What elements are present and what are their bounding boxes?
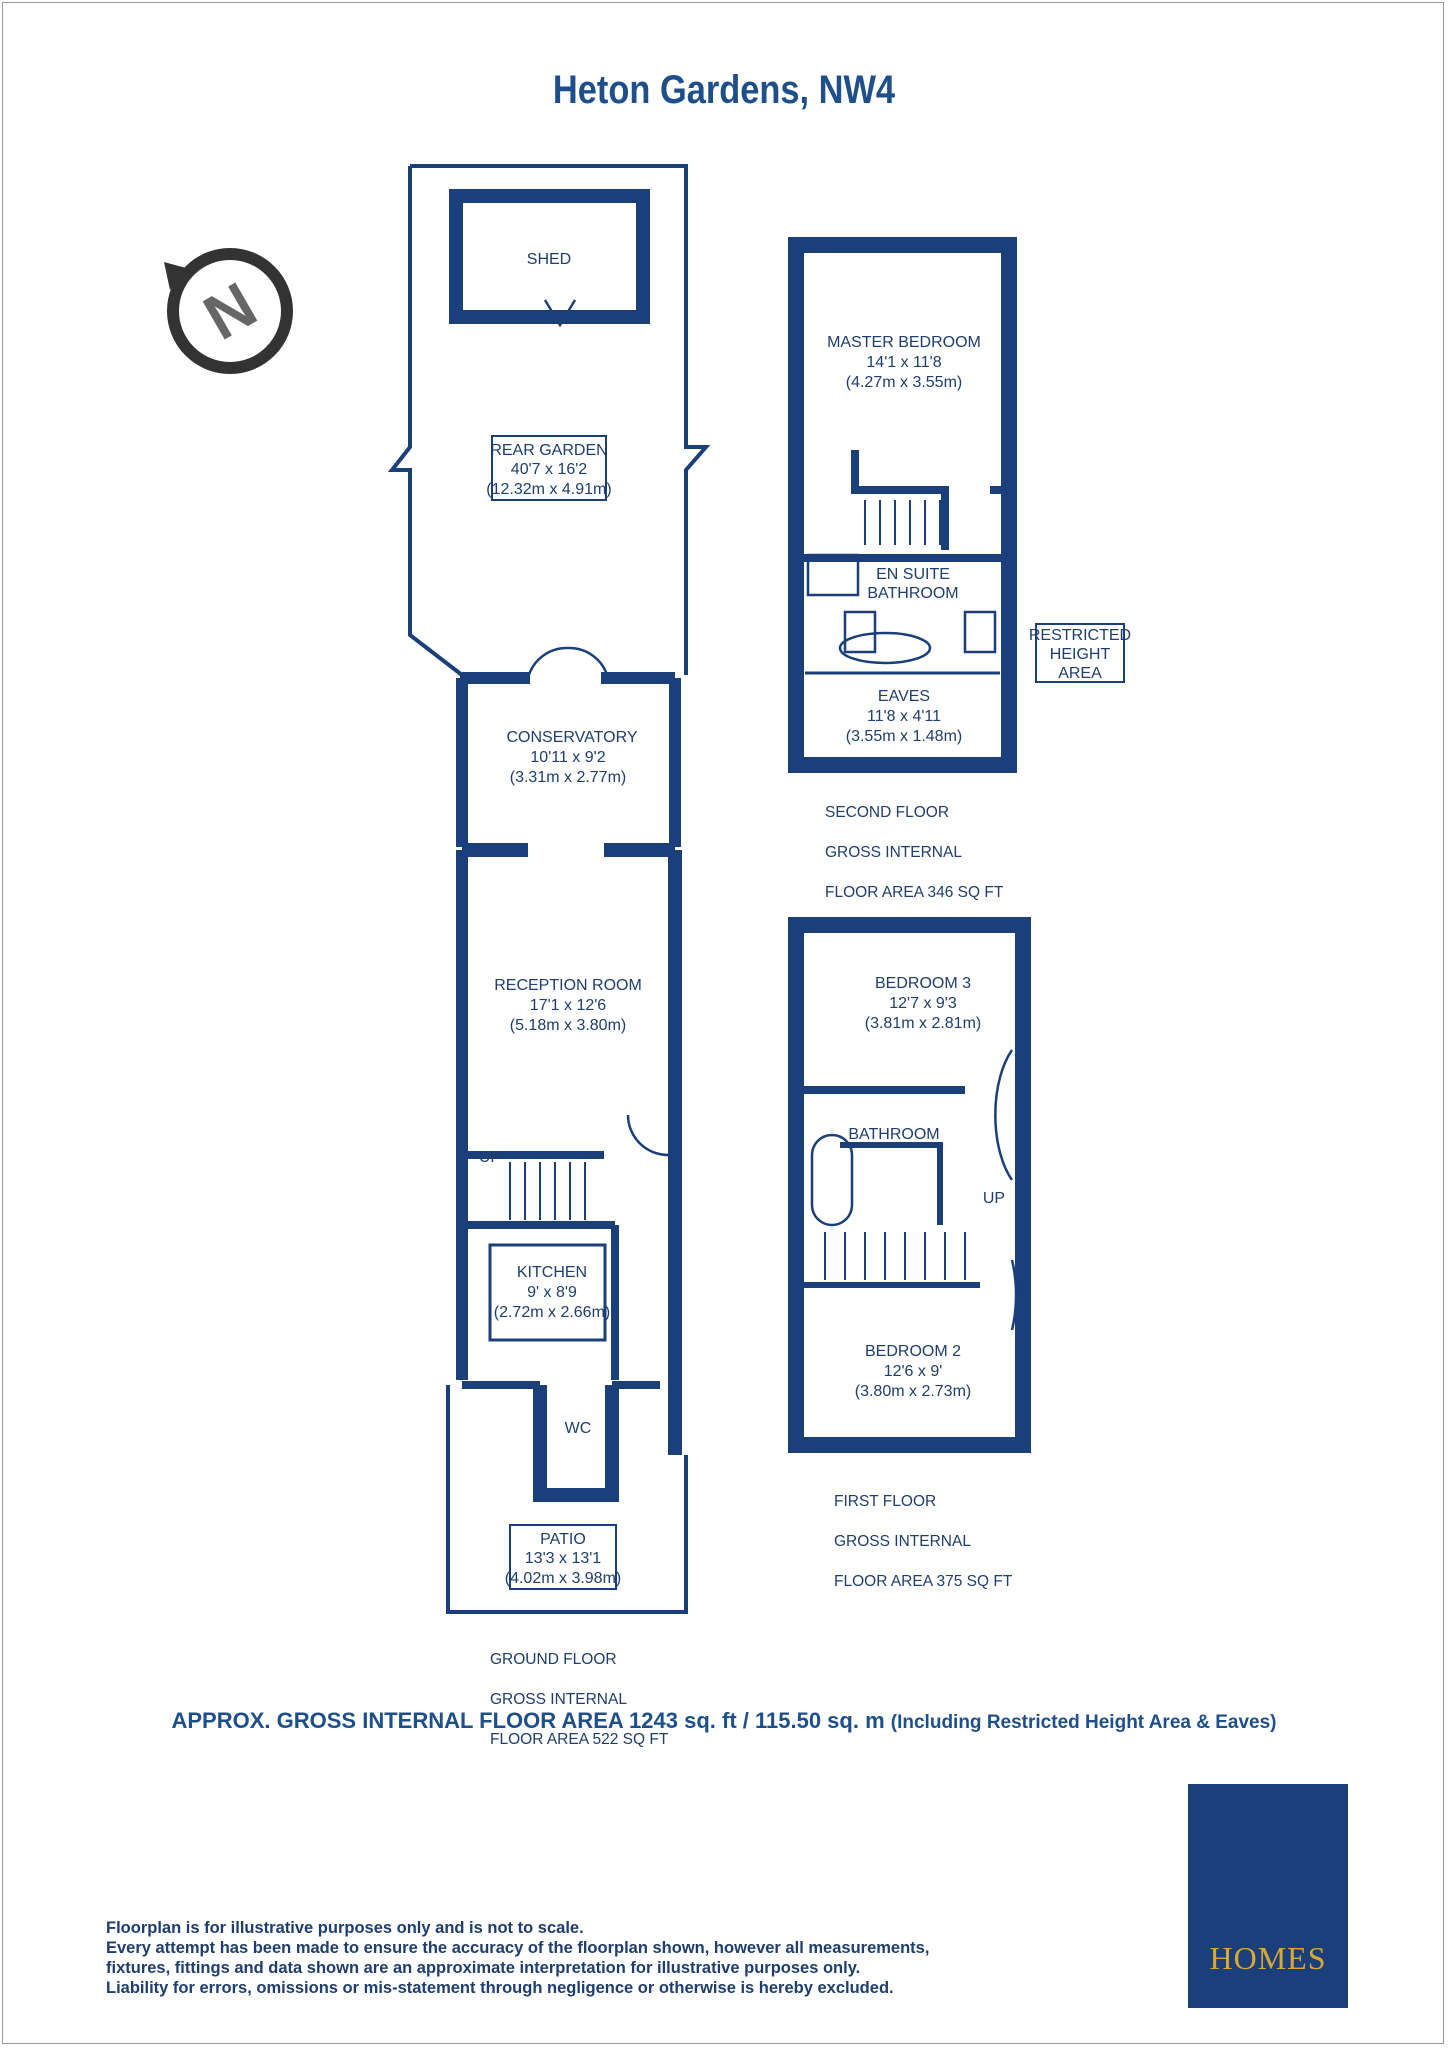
patio-dim-imperial: 13'3 x 13'1	[525, 1550, 601, 1567]
en-suite-name-line2: BATHROOM	[867, 585, 958, 602]
rear-garden-label-box	[491, 435, 607, 501]
rear-garden-dim-imperial: 40'7 x 16'2	[511, 461, 587, 478]
jt-homes-logo: HOMES	[1188, 1784, 1348, 2008]
ground-floor-line1: GROUND FLOOR	[490, 1651, 617, 1668]
bedroom3-name: BEDROOM 3	[875, 975, 971, 992]
eaves-dim-metric: (3.55m x 1.48m)	[846, 728, 962, 745]
compass-icon: N	[164, 248, 293, 374]
en-suite-name-line1: EN SUITE	[876, 566, 950, 583]
reception-dim-imperial: 17'1 x 12'6	[530, 997, 606, 1014]
second-floor-plan	[788, 237, 1017, 773]
first-floor-plan	[788, 917, 1031, 1453]
ground-stairs-up: UP	[479, 1149, 501, 1166]
gia-suffix: (Including Restricted Height Area & Eave…	[890, 1712, 1277, 1733]
second-floor-line3: FLOOR AREA 346 SQ FT	[825, 884, 1004, 901]
conservatory-dim-metric: (3.31m x 2.77m)	[510, 769, 626, 786]
reception-name: RECEPTION ROOM	[494, 977, 642, 994]
kitchen-dim-metric: (2.72m x 2.66m)	[494, 1304, 610, 1321]
bedroom3-dim-imperial: 12'7 x 9'3	[889, 995, 957, 1012]
disclaimer-line: Every attempt has been made to ensure th…	[106, 1939, 930, 1957]
rear-garden-dim-metric: (12.32m x 4.91m)	[486, 481, 611, 498]
restricted-height-box	[1035, 623, 1125, 683]
disclaimer-line: fixtures, fittings and data shown are an…	[106, 1959, 861, 1977]
ground-floor-caption: GROUND FLOOR GROSS INTERNAL FLOOR AREA 5…	[490, 1630, 668, 1770]
restricted-line1: RESTRICTED	[1029, 627, 1131, 644]
gia-main: APPROX. GROSS INTERNAL FLOOR AREA 1243 s…	[171, 1708, 885, 1733]
second-floor-caption: SECOND FLOOR GROSS INTERNAL FLOOR AREA 3…	[825, 783, 1003, 923]
conservatory-name: CONSERVATORY	[507, 729, 638, 746]
disclaimer-line: Liability for errors, omissions or mis-s…	[106, 1979, 894, 1997]
eaves-dim-imperial: 11'8 x 4'11	[867, 708, 941, 725]
kitchen-name: KITCHEN	[517, 1264, 587, 1281]
gross-internal-area: APPROX. GROSS INTERNAL FLOOR AREA 1243 s…	[0, 1708, 1448, 1734]
restricted-line3: AREA	[1058, 665, 1102, 682]
patio-name: PATIO	[540, 1531, 586, 1548]
first-floor-caption: FIRST FLOOR GROSS INTERNAL FLOOR AREA 37…	[834, 1472, 1012, 1612]
second-floor-line2: GROSS INTERNAL	[825, 844, 962, 861]
first-floor-line2: GROSS INTERNAL	[834, 1533, 971, 1550]
patio-dim-metric: (4.02m x 3.98m)	[505, 1570, 621, 1587]
reception-dim-metric: (5.18m x 3.80m)	[510, 1017, 626, 1034]
shed-walls	[449, 189, 650, 324]
disclaimer-line: Floorplan is for illustrative purposes o…	[106, 1919, 584, 1937]
bedroom2-dim-imperial: 12'6 x 9'	[884, 1363, 943, 1380]
eaves-name: EAVES	[878, 688, 930, 705]
rear-garden-name: REAR GARDEN	[490, 442, 607, 459]
logo-wordmark: HOMES	[1209, 1940, 1327, 1976]
ground-floor-line2: GROSS INTERNAL	[490, 1691, 627, 1708]
kitchen-dim-imperial: 9' x 8'9	[527, 1284, 577, 1301]
wc-label: WC	[565, 1420, 592, 1437]
restricted-line2: HEIGHT	[1050, 646, 1111, 663]
page-title: Heton Gardens, NW4	[552, 68, 896, 112]
disclaimer: Floorplan is for illustrative purposes o…	[106, 1918, 1006, 1998]
shed-label: SHED	[527, 251, 571, 268]
first-floor-line3: FLOOR AREA 375 SQ FT	[834, 1573, 1013, 1590]
ground-floor-plan	[387, 164, 711, 1614]
bedroom3-dim-metric: (3.81m x 2.81m)	[865, 1015, 981, 1032]
master-bedroom-dim-metric: (4.27m x 3.55m)	[846, 374, 962, 391]
conservatory-dim-imperial: 10'11 x 9'2	[530, 749, 605, 766]
bedroom2-dim-metric: (3.80m x 2.73m)	[855, 1383, 971, 1400]
room-labels: SHED REAR GARDEN 40'7 x 16'2 (12.32m x 4…	[479, 251, 1131, 1590]
master-bedroom-name: MASTER BEDROOM	[827, 334, 981, 351]
first-stairs-up: UP	[983, 1190, 1005, 1207]
ground-floor-line3: FLOOR AREA 522 SQ FT	[490, 1731, 669, 1748]
patio-label-box	[509, 1524, 617, 1590]
compass-letter: N	[192, 268, 268, 353]
first-floor-line1: FIRST FLOOR	[834, 1493, 937, 1510]
master-bedroom-dim-imperial: 14'1 x 11'8	[866, 354, 941, 371]
second-floor-line1: SECOND FLOOR	[825, 804, 950, 821]
bedroom2-name: BEDROOM 2	[865, 1343, 961, 1360]
bathroom-name: BATHROOM	[848, 1126, 939, 1143]
